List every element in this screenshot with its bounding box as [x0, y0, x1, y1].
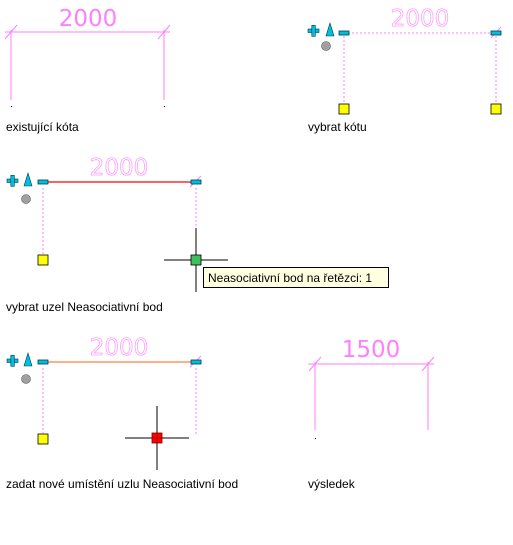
caption-result: výsledek	[308, 477, 356, 491]
grip-definition-left[interactable]	[37, 254, 49, 266]
node-grip-moving[interactable]	[151, 432, 163, 444]
caption-select-node: vybrat uzel Neasociativní bod	[6, 300, 163, 314]
grip-definition-left[interactable]	[338, 103, 350, 115]
grip-line-end-right[interactable]	[190, 179, 202, 185]
circle-grip-icon[interactable]	[21, 194, 31, 204]
cone-grip-icon[interactable]	[23, 351, 33, 367]
add-grip-icon[interactable]	[6, 354, 19, 367]
grip-line-end-left[interactable]	[338, 30, 350, 36]
node-grip-hover[interactable]	[190, 254, 202, 266]
grip-definition-right[interactable]	[490, 103, 502, 115]
definition-point-right	[164, 106, 165, 107]
circle-grip-icon[interactable]	[21, 374, 31, 384]
grip-line-end-left[interactable]	[37, 179, 49, 185]
dimension-text: 2000	[90, 155, 149, 181]
definition-point-left	[315, 438, 316, 439]
add-grip-icon[interactable]	[307, 24, 320, 37]
panel-select-dimension: 2000 vybrat kótu	[307, 6, 502, 134]
caption-existing: existující kóta	[6, 120, 79, 134]
cone-grip-icon[interactable]	[325, 21, 335, 37]
tick-left	[308, 356, 322, 372]
grip-definition-left[interactable]	[37, 433, 49, 445]
caption-new-location: zadat nové umístění uzlu Neasociativní b…	[6, 477, 238, 491]
dimension-text: 2000	[391, 6, 450, 32]
panel-existing: 2000 existující kóta	[4, 6, 171, 134]
cone-grip-icon[interactable]	[23, 171, 33, 187]
dimension-text: 1500	[342, 337, 401, 363]
grip-line-end-right[interactable]	[490, 30, 502, 36]
tick-left	[4, 24, 18, 40]
tooltip-text: Neasociativní bod na řetězci: 1	[208, 271, 372, 285]
tooltip: Neasociativní bod na řetězci: 1	[203, 267, 389, 288]
panel-select-node: 2000 Neasociativní bod na řetězci: 1 vyb…	[6, 155, 389, 314]
tick-right	[157, 24, 171, 40]
definition-point-left	[11, 106, 12, 107]
dimension-text: 2000	[90, 335, 149, 361]
tick-right	[421, 356, 435, 372]
circle-grip-icon[interactable]	[321, 41, 331, 51]
grip-line-end-left[interactable]	[37, 359, 49, 365]
panel-new-location: 2000 zadat nové umístění uzlu Neasociati…	[6, 335, 238, 491]
grip-line-end-right[interactable]	[190, 359, 202, 365]
add-grip-icon[interactable]	[6, 175, 19, 187]
panel-result: 1500 výsledek	[308, 337, 435, 491]
dimension-text: 2000	[59, 6, 118, 32]
caption-select-dimension: vybrat kótu	[308, 120, 367, 134]
